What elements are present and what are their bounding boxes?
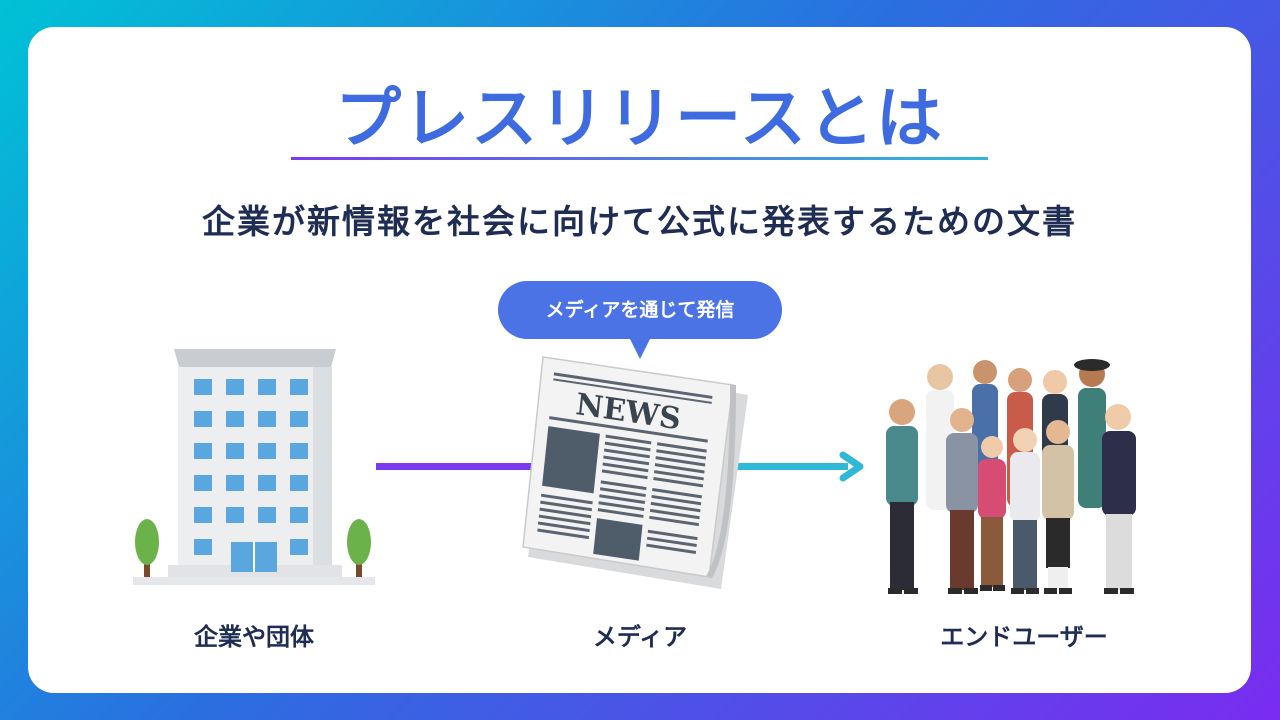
- label-users: エンドユーザー: [940, 623, 1108, 651]
- slide-card: プレスリリースとは 企業が新情報を社会に向けて公式に発表するための文書: [28, 27, 1251, 693]
- office-building-icon: [133, 349, 375, 585]
- speech-bubble-tail: [628, 335, 652, 359]
- subtitle: 企業が新情報を社会に向けて公式に発表するための文書: [202, 202, 1077, 241]
- connector-media-users: [718, 463, 848, 470]
- flow-connector: [376, 451, 864, 482]
- label-company: 企業や団体: [194, 623, 314, 651]
- arrowhead-icon: [839, 451, 864, 482]
- newspaper-icon: NEWS: [522, 356, 748, 589]
- label-media: メディア: [592, 623, 688, 651]
- connector-company-media: [376, 463, 542, 470]
- crowd-people-icon: [886, 359, 1136, 594]
- title-underline: [291, 157, 988, 160]
- speech-bubble: メディアを通じて発信: [498, 281, 782, 339]
- page-title: プレスリリースとは: [335, 80, 944, 157]
